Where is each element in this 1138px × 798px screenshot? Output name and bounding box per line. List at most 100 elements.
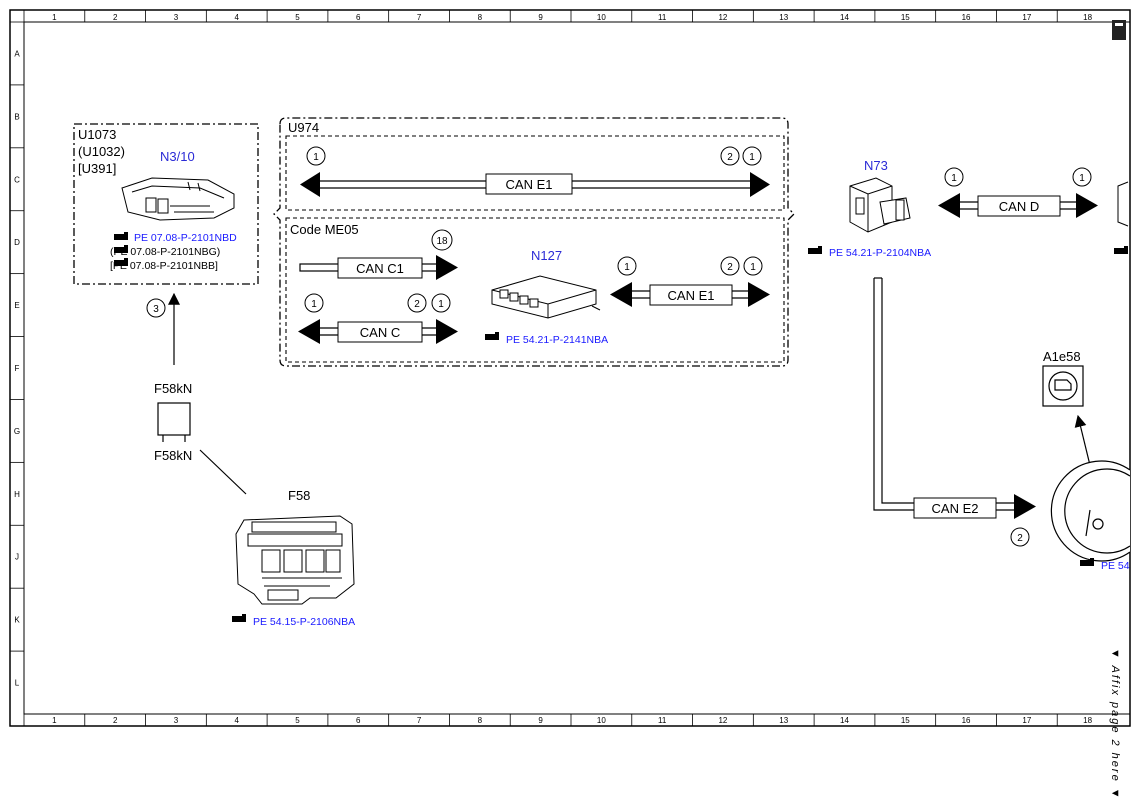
n73-ref[interactable]: PE 54.21-P-2104NBA <box>829 247 931 259</box>
u391-label: [U391] <box>78 161 116 176</box>
grid-column-label: 16 <box>962 716 971 725</box>
grid-column-label: 17 <box>1022 716 1031 725</box>
pointing-hand-icon <box>114 258 128 266</box>
bus-can-c1: CAN C1 <box>299 255 458 280</box>
svg-text:2: 2 <box>727 262 733 273</box>
n3-10-ref-1[interactable]: PE 07.08-P-2101NBD <box>134 232 237 244</box>
marker-circle-2: 2 <box>720 146 740 166</box>
grid-column-label: 8 <box>478 13 483 22</box>
grid-row-label: D <box>14 238 20 247</box>
grid-column-label: 11 <box>658 716 667 725</box>
u1032-label: (U1032) <box>78 144 125 159</box>
module-n127-icon <box>491 275 601 319</box>
pointing-hand-icon <box>1080 558 1094 566</box>
svg-text:1: 1 <box>1079 173 1085 184</box>
f58kn-top-label: F58kN <box>154 381 192 396</box>
pointing-hand-icon <box>232 614 246 622</box>
marker-circle-2: 2 <box>1010 527 1030 547</box>
grid-column-label: 12 <box>718 716 727 725</box>
svg-text:2: 2 <box>1017 533 1023 544</box>
pointing-hand-icon <box>114 245 128 253</box>
grid-column-label: 4 <box>234 13 239 22</box>
grid-row-label: B <box>14 112 19 121</box>
svg-text:CAN E2: CAN E2 <box>932 501 979 516</box>
partial-module-icon <box>1117 181 1129 227</box>
bus-can-d: CAN D <box>938 193 1098 218</box>
svg-text:1: 1 <box>311 299 317 310</box>
grid-column-label: 14 <box>840 13 849 22</box>
grid-column-label: 4 <box>234 716 239 725</box>
bus-can-e1-top: CAN E1 <box>300 172 770 197</box>
svg-text:1: 1 <box>951 173 957 184</box>
svg-text:18: 18 <box>436 236 448 247</box>
grid-column-label: 9 <box>538 13 543 22</box>
cluster-ref[interactable]: PE 54 <box>1101 560 1130 572</box>
engine-warning-lamp-icon <box>1042 365 1084 407</box>
marker-circle-18: 18 <box>431 229 453 251</box>
marker-circle-1: 1 <box>743 256 763 276</box>
n3-10-ref-2[interactable]: (PE 07.08-P-2101NBG) <box>110 246 220 258</box>
bus-can-c: CAN C <box>298 319 458 344</box>
n127-code: N127 <box>531 248 562 263</box>
grid-column-label: 1 <box>52 13 57 22</box>
grid-column-label: 6 <box>356 13 361 22</box>
svg-text:2: 2 <box>414 299 420 310</box>
grid-column-label: 17 <box>1022 13 1031 22</box>
pointing-hand-icon <box>1114 246 1128 254</box>
f58-ref[interactable]: PE 54.15-P-2106NBA <box>253 616 355 628</box>
grid-row-label: F <box>15 364 20 373</box>
grid-row-label: C <box>14 175 20 184</box>
grid-column-label: 10 <box>597 716 606 725</box>
marker-circle-2: 2 <box>720 256 740 276</box>
svg-text:CAN E1: CAN E1 <box>506 177 553 192</box>
grid-column-label: 15 <box>901 716 910 725</box>
grid-column-label: 9 <box>538 716 543 725</box>
grid-column-label: 5 <box>295 13 300 22</box>
marker-circle-1: 1 <box>1072 167 1092 187</box>
grid-column-label: 15 <box>901 13 910 22</box>
grid-column-label: 2 <box>113 13 118 22</box>
grid-column-label: 10 <box>597 13 606 22</box>
n3-10-ref-3[interactable]: [PE 07.08-P-2101NBB] <box>110 260 218 272</box>
marker-circle-1: 1 <box>304 293 324 313</box>
grid-column-label: 16 <box>962 13 971 22</box>
grid-column-label: 18 <box>1083 716 1092 725</box>
svg-text:3: 3 <box>153 304 159 315</box>
grid-column-label: 6 <box>356 716 361 725</box>
affix-note: ▼ Affix page 2 here ▼ <box>1109 648 1121 798</box>
ignition-switch-n73-icon <box>849 177 911 233</box>
grid-column-label: 2 <box>113 716 118 725</box>
grid-column-label: 1 <box>52 716 57 725</box>
f58kn-bottom-label: F58kN <box>154 448 192 463</box>
me05-inner <box>285 217 785 363</box>
u1073-dashed-box <box>73 123 259 285</box>
n73-code: N73 <box>864 158 888 173</box>
bus-can-e1-n127: CAN E1 <box>610 282 770 307</box>
marker-circle-1: 1 <box>742 146 762 166</box>
marker-circle-3: 3 <box>146 298 166 318</box>
svg-text:CAN C: CAN C <box>360 325 400 340</box>
a1e58-label: A1e58 <box>1043 349 1081 364</box>
n3-10-code: N3/10 <box>160 149 195 164</box>
svg-text:CAN C1: CAN C1 <box>356 261 404 276</box>
n127-ref[interactable]: PE 54.21-P-2141NBA <box>506 334 608 346</box>
grid-row-label: K <box>14 616 20 625</box>
u974-upper-inner <box>285 135 785 211</box>
marker-circle-1: 1 <box>431 293 451 313</box>
u974-dashed-box <box>273 117 795 367</box>
pointing-hand-icon <box>808 246 822 254</box>
relay-f58kn-icon <box>157 402 191 442</box>
marker-circle-2: 2 <box>407 293 427 313</box>
ecu-n3-10-icon <box>121 177 235 221</box>
pointing-hand-icon <box>114 232 128 240</box>
grid-column-label: 5 <box>295 716 300 725</box>
grid-column-label: 8 <box>478 716 483 725</box>
grid-row-label: J <box>15 553 19 562</box>
grid-column-label: 3 <box>174 716 179 725</box>
leader-f58kn-to-f58 <box>199 449 247 495</box>
svg-text:CAN E1: CAN E1 <box>668 288 715 303</box>
grid-row-label: A <box>14 49 20 58</box>
grid-column-label: 13 <box>779 716 788 725</box>
grid-row-label: L <box>15 679 20 688</box>
